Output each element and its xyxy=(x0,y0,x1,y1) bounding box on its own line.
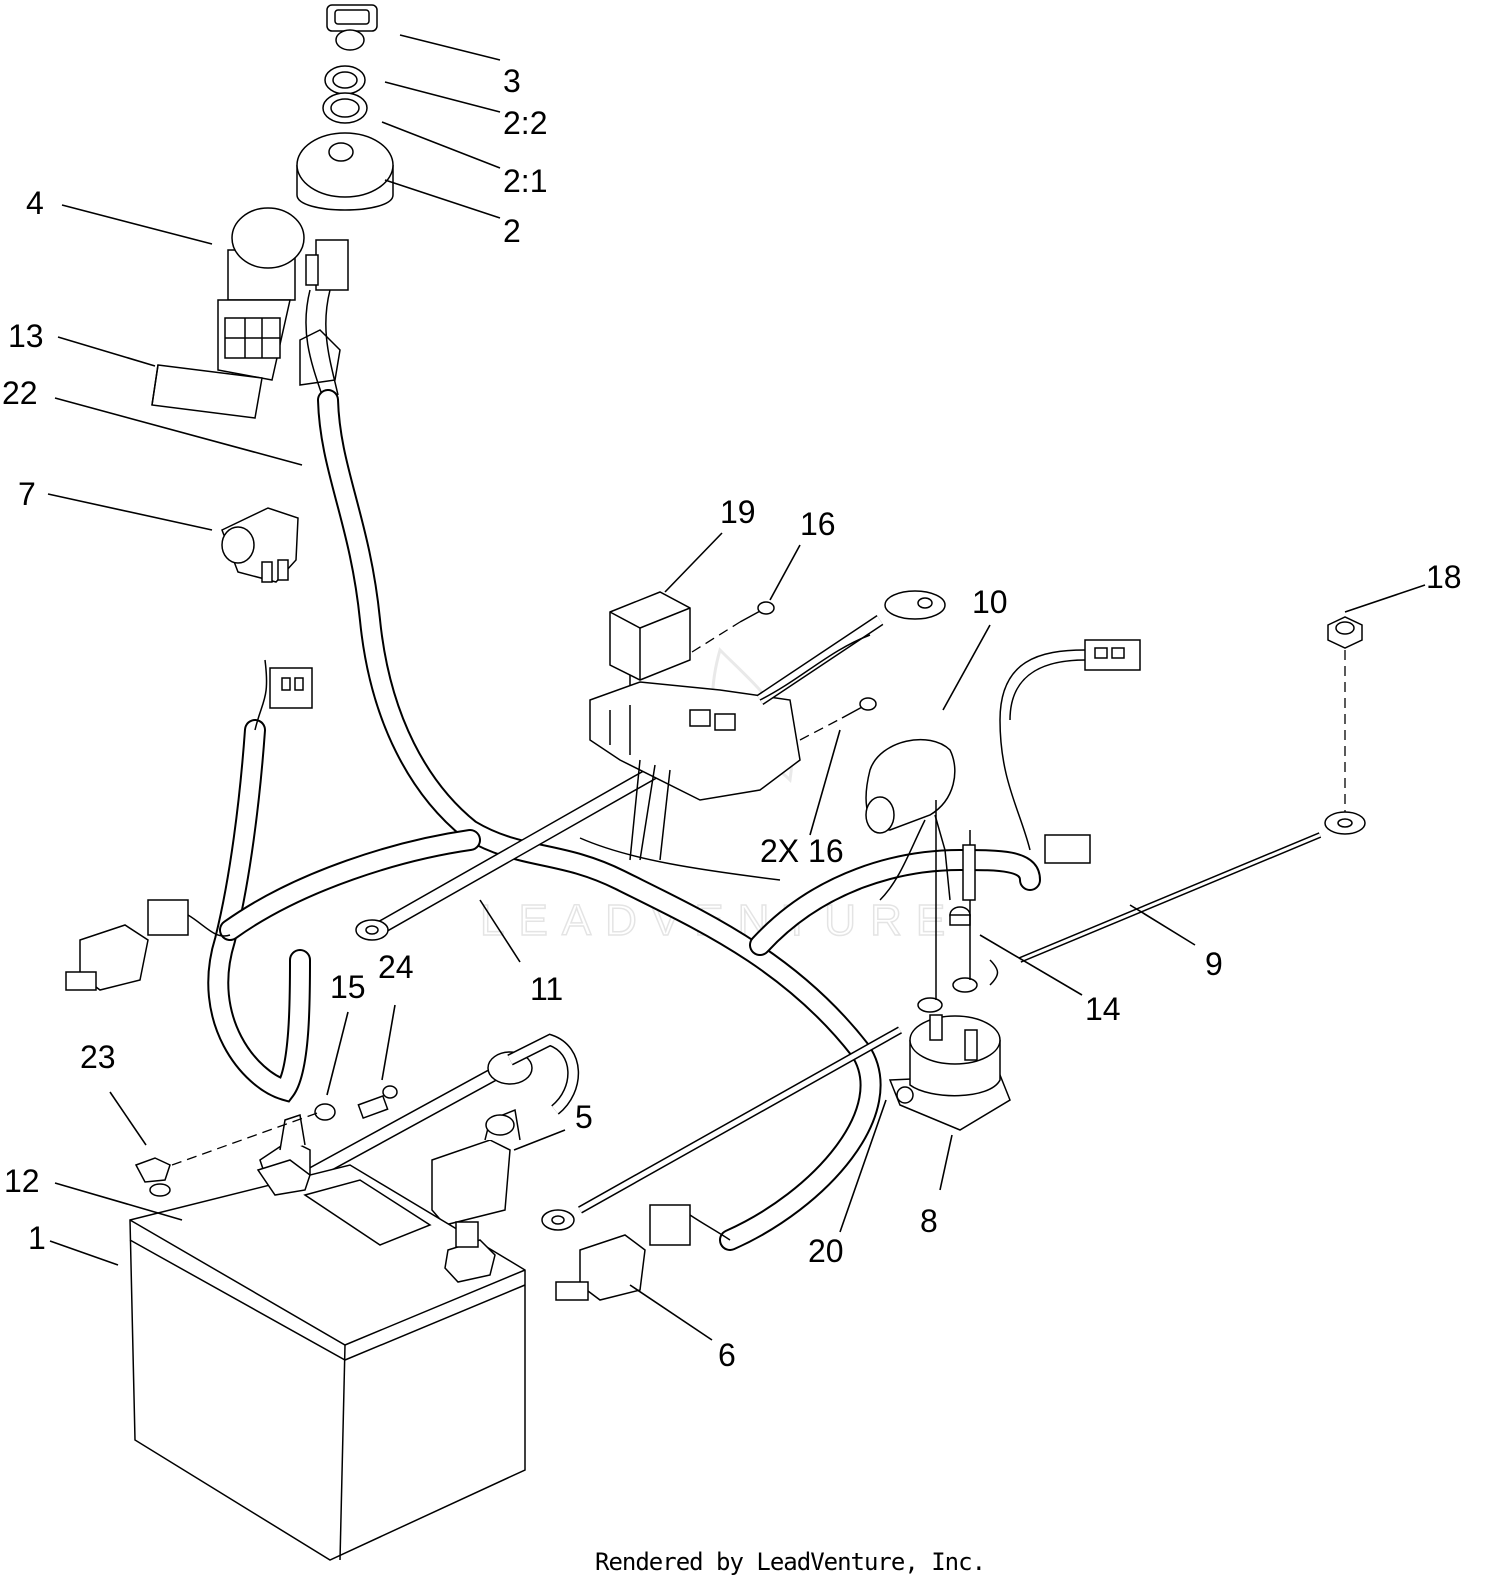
part-washer-solenoid xyxy=(917,997,943,1013)
part-key xyxy=(326,4,378,51)
footer-credit: Rendered by LeadVenture, Inc. xyxy=(595,1548,985,1576)
part-nut xyxy=(324,65,366,95)
callout-2x16: 2X 16 xyxy=(760,833,844,869)
part-ground-cable xyxy=(1018,811,1366,963)
callout-2-1: 2:1 xyxy=(503,163,547,199)
callout-13: 13 xyxy=(8,318,44,354)
part-battery xyxy=(129,1159,526,1561)
part-battery-boot xyxy=(431,1108,521,1226)
part-terminal-boot xyxy=(865,738,956,901)
callout-7: 7 xyxy=(18,476,36,512)
callout-19: 19 xyxy=(720,494,756,530)
part-screw-upper xyxy=(739,601,775,623)
part-washer-solenoid-2 xyxy=(952,977,978,993)
part-harness-connector-top xyxy=(299,239,349,396)
callout-1: 1 xyxy=(28,1220,46,1256)
callout-12: 12 xyxy=(4,1163,40,1199)
part-interlock-switch xyxy=(221,507,299,583)
part-fuse-block xyxy=(579,681,801,881)
callout-18: 18 xyxy=(1426,559,1462,595)
part-relay xyxy=(609,591,691,690)
part-ignition-switch-cap xyxy=(296,132,394,211)
callout-14: 14 xyxy=(1085,991,1121,1027)
callout-2-2: 2:2 xyxy=(503,105,547,141)
part-pto-switch xyxy=(217,207,305,381)
leader-lines xyxy=(47,34,1426,1341)
callout-20: 20 xyxy=(808,1233,844,1269)
part-fuse-holder xyxy=(151,364,263,419)
part-nut-14 xyxy=(949,906,971,926)
part-washer-15 xyxy=(314,1103,336,1121)
callout-15: 15 xyxy=(330,969,366,1005)
callout-4: 4 xyxy=(26,185,44,221)
callout-22: 22 xyxy=(2,375,38,411)
callout-11: 11 xyxy=(530,971,563,1007)
part-solenoid xyxy=(888,1014,1011,1131)
part-washer xyxy=(322,92,368,124)
callout-9: 9 xyxy=(1205,946,1223,982)
part-connector-left xyxy=(65,899,231,991)
part-flange-nut xyxy=(1327,616,1363,649)
part-connector-center xyxy=(555,1204,731,1301)
part-cable-lower xyxy=(541,1026,902,1231)
callout-3: 3 xyxy=(503,63,521,99)
callout-24: 24 xyxy=(378,949,414,985)
part-wire-harness xyxy=(207,389,1041,1251)
callout-23: 23 xyxy=(80,1039,116,1075)
callout-labels: 3 2:2 2:1 2 4 13 22 7 19 16 10 18 2X 16 … xyxy=(2,63,1462,1373)
callout-8: 8 xyxy=(920,1203,938,1239)
callout-6: 6 xyxy=(718,1337,736,1373)
callout-2: 2 xyxy=(503,213,521,249)
part-bolt-24 xyxy=(357,1085,398,1119)
part-positive-cable xyxy=(756,590,946,705)
callout-5: 5 xyxy=(575,1099,593,1135)
callout-10: 10 xyxy=(972,584,1008,620)
part-screw-lower xyxy=(841,697,877,719)
part-harness-connector-right xyxy=(999,639,1141,864)
callout-16: 16 xyxy=(800,506,836,542)
part-wing-nut xyxy=(134,1157,171,1197)
